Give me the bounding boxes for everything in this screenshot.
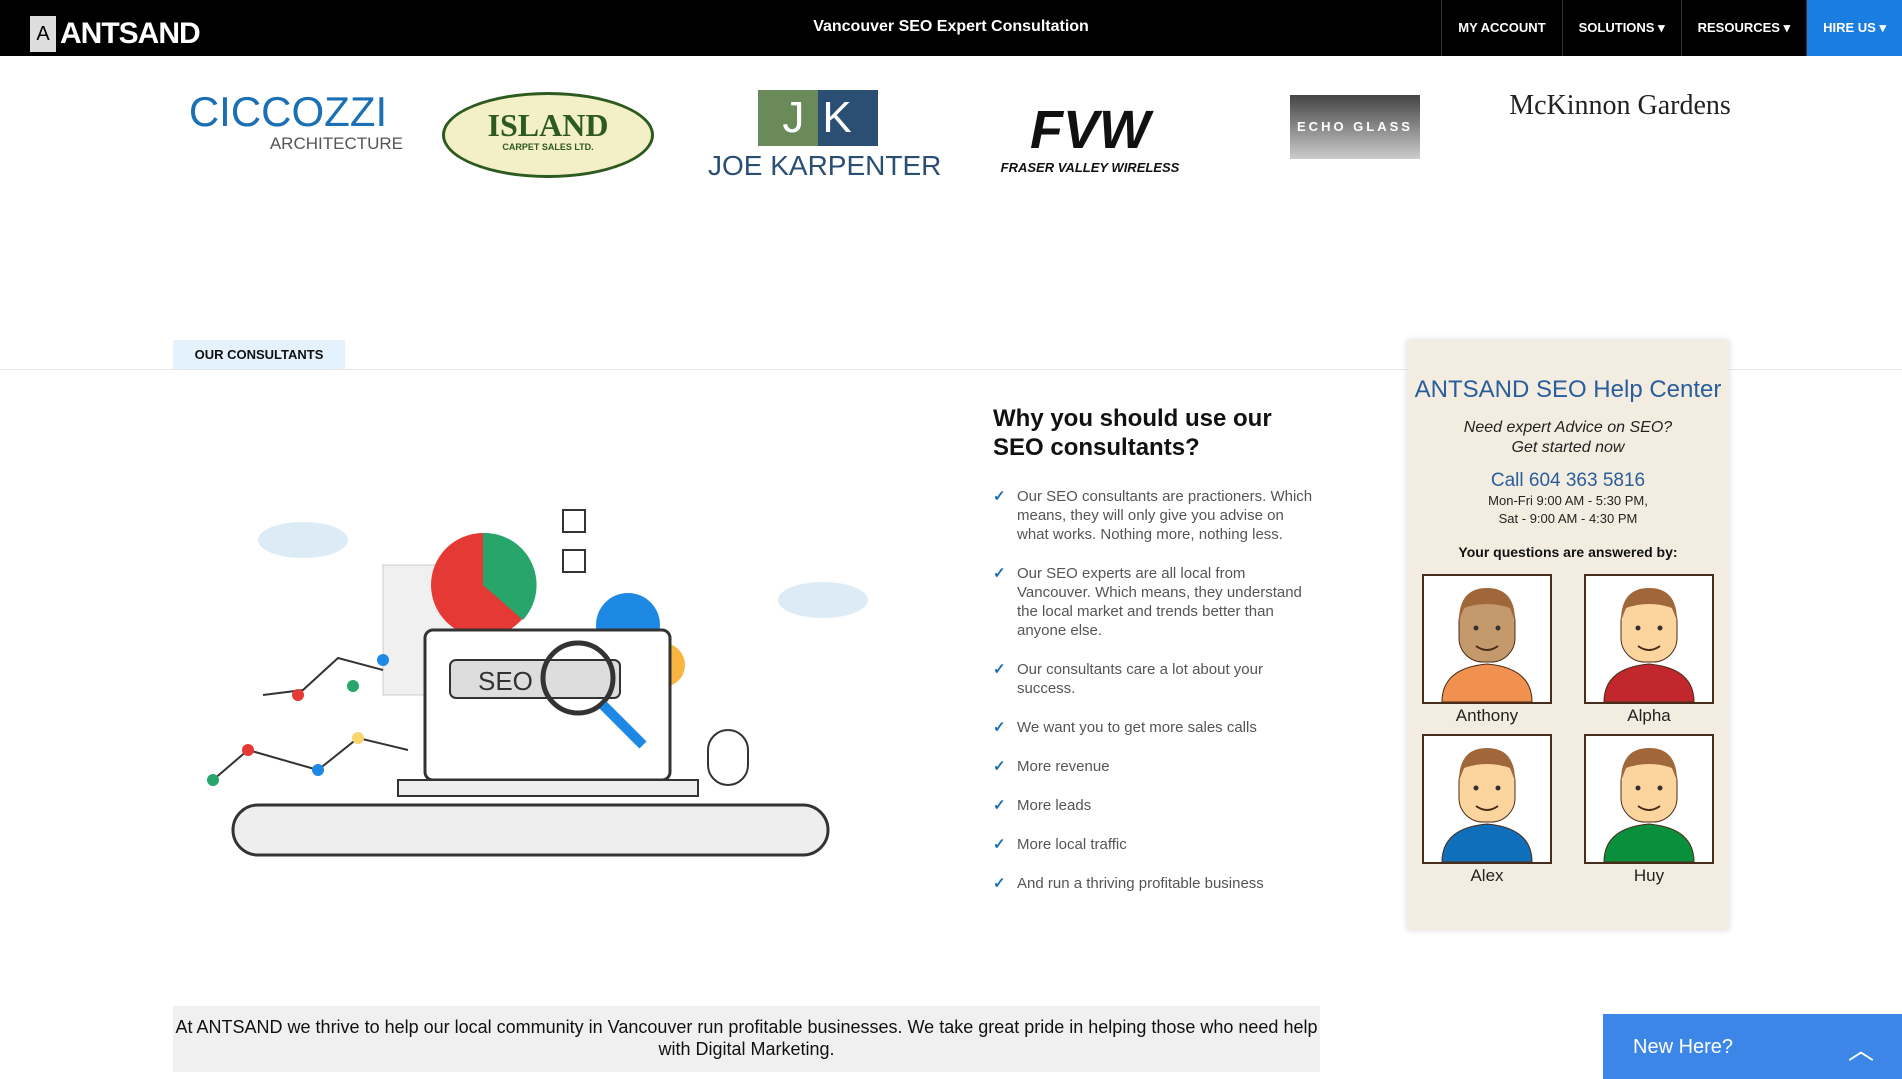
list-item: ✓ We want you to get more sales calls [993, 718, 1313, 737]
consultant-name: Anthony [1455, 706, 1519, 725]
item-text: More local traffic [1017, 836, 1127, 853]
item-text: And run a thriving profitable business [1017, 875, 1264, 892]
client-logo-fvw: FVW FRASER VALLEY WIRELESS [990, 100, 1190, 175]
cloud-icon [778, 582, 868, 618]
list-item: ✓ Our consultants care a lot about your s… [993, 660, 1313, 698]
magnifier-icon [540, 640, 616, 716]
consultant-card: Alpha [1584, 574, 1714, 726]
check-icon: ✓ [993, 797, 1006, 814]
client-logo-island: ISLAND CARPET SALES LTD. [442, 92, 654, 178]
logo-text: ANTSAND [60, 17, 201, 50]
seo-label: SEO [478, 666, 533, 696]
intro-line: Need expert Advice on SEO? [1463, 419, 1673, 436]
consultant-name: Alex [1470, 866, 1504, 885]
nav-hire-us[interactable]: HIRE US ▾ [1806, 0, 1902, 56]
help-title: ANTSAND SEO Help Center [1414, 376, 1722, 403]
intro-line: Get started now [1511, 439, 1625, 456]
why-heading: Why you should use our SEO consultants? [993, 405, 1272, 461]
new-here-button[interactable]: New Here? ︿ [1603, 1014, 1902, 1079]
client-logo-mckinnon: McKinnon Gardens [1509, 90, 1731, 121]
client-name: CICCOZZI [188, 88, 388, 135]
check-icon: ✓ [993, 661, 1006, 678]
tab-our-consultants[interactable]: OUR CONSULTANTS [173, 340, 345, 369]
client-name: JK [758, 90, 878, 146]
call-link[interactable]: Call 604 363 5816 [1490, 470, 1646, 491]
avatar [1584, 574, 1714, 704]
consultant-card: Huy [1584, 734, 1714, 886]
client-name: FVW [1030, 100, 1150, 160]
hours: Mon-Fri 9:00 AM - 5:30 PM, Sat - 9:00 AM … [1407, 492, 1729, 528]
laptop-icon [423, 628, 672, 782]
avatar [1422, 574, 1552, 704]
page-title: Vancouver SEO Expert Consultation [813, 18, 1089, 35]
item-text: More leads [1017, 797, 1092, 814]
item-text: More revenue [1017, 758, 1110, 775]
item-text: Our consultants care a lot about your su… [1017, 661, 1263, 697]
item-text: Our SEO experts are all local from Vanco… [1017, 565, 1302, 639]
client-sub: FRASER VALLEY WIRELESS [1000, 160, 1180, 175]
check-icon: ✓ [993, 565, 1006, 582]
hours-line: Sat - 9:00 AM - 4:30 PM [1498, 511, 1638, 526]
consultant-card: Alex [1422, 734, 1552, 886]
client-logo-joe-karpenter: JK JOE KARPENTER [708, 90, 942, 182]
item-text: Our SEO consultants are practioners. Whi… [1017, 488, 1313, 543]
chevron-up-icon: ︿ [1847, 1035, 1874, 1065]
client-logos: CICCOZZI ARCHITECTURE ISLAND CARPET SALE… [0, 85, 1902, 205]
client-logo-echo-glass: ECHO GLASS [1290, 95, 1420, 159]
help-center-panel: ANTSAND SEO Help Center Need expert Advi… [1407, 340, 1729, 930]
checkbox-icon [562, 509, 586, 533]
checkbox-icon [562, 549, 586, 573]
list-item: ✓ More local traffic [993, 835, 1313, 854]
client-name: ISLAND [487, 107, 609, 143]
section-divider [0, 369, 1902, 370]
list-item: ✓ More leads [993, 796, 1313, 815]
why-list: ✓ Our SEO consultants are practioners. Wh… [993, 487, 1313, 913]
client-logo-ciccozzi: CICCOZZI ARCHITECTURE [173, 90, 403, 154]
check-icon: ✓ [993, 488, 1006, 505]
avatar [1584, 734, 1714, 864]
cloud-icon [258, 522, 348, 558]
client-sub: CARPET SALES LTD. [502, 142, 594, 152]
item-text: We want you to get more sales calls [1017, 719, 1257, 736]
nav-my-account[interactable]: MY ACCOUNT [1441, 0, 1561, 56]
line-chart [212, 736, 409, 781]
avatar [1422, 734, 1552, 864]
list-item: ✓ More revenue [993, 757, 1313, 776]
check-icon: ✓ [993, 758, 1006, 775]
hours-line: Mon-Fri 9:00 AM - 5:30 PM, [1488, 493, 1648, 508]
answered-by-label: Your questions are answered by: [1458, 544, 1678, 560]
seo-illustration: SEO [207, 509, 868, 857]
list-item: ✓ Our SEO experts are all local from Vanc… [993, 564, 1313, 640]
new-here-label: New Here? [1633, 1036, 1734, 1058]
client-sub: ARCHITECTURE [269, 134, 403, 153]
help-intro: Need expert Advice on SEO? Get started no… [1407, 418, 1729, 458]
list-item: ✓ And run a thriving profitable business [993, 874, 1313, 893]
check-icon: ✓ [993, 836, 1006, 853]
consultant-name: Huy [1633, 866, 1665, 885]
community-banner: At ANTSAND we thrive to help our local c… [173, 1006, 1320, 1072]
logo-mark: A [30, 16, 56, 52]
list-item: ✓ Our SEO consultants are practioners. Wh… [993, 487, 1313, 544]
check-icon: ✓ [993, 719, 1006, 736]
main-nav: MY ACCOUNT SOLUTIONS ▾ RESOURCES ▾ HIRE … [1441, 0, 1902, 56]
nav-resources[interactable]: RESOURCES ▾ [1680, 0, 1807, 56]
mouse-icon [707, 729, 749, 786]
check-icon: ✓ [993, 875, 1006, 892]
client-sub: JOE KARPENTER [708, 150, 942, 181]
nav-solutions[interactable]: SOLUTIONS ▾ [1561, 0, 1681, 56]
consultant-name: Alpha [1627, 706, 1671, 725]
consultant-card: Anthony [1422, 574, 1552, 726]
